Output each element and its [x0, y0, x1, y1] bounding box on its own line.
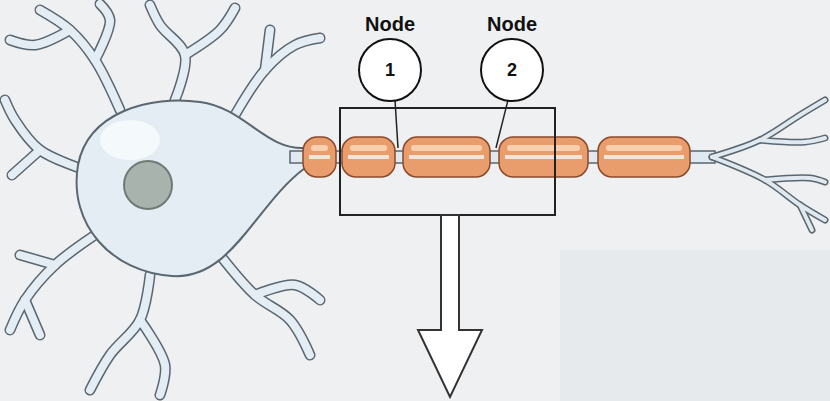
callout-number: 1: [358, 38, 422, 102]
node-callout: Node2: [480, 12, 544, 102]
terminal-outline: [760, 138, 825, 142]
axon-terminal: [765, 178, 825, 182]
myelin-core: [409, 155, 484, 159]
myelin-core: [604, 155, 684, 159]
dendrite: [185, 8, 235, 55]
dendrite: [255, 285, 320, 300]
myelin-segment: [342, 137, 395, 177]
myelin-segment: [598, 137, 690, 177]
dendrite-outline: [235, 38, 320, 115]
cell-body: [77, 101, 305, 277]
myelin-highlight: [411, 145, 482, 151]
dendrite-outline: [20, 255, 55, 265]
cell-highlight: [100, 120, 160, 160]
dendrite: [140, 320, 165, 395]
dendrite-outline: [95, 4, 110, 60]
dendrite: [10, 235, 95, 330]
zoom-box: [340, 108, 555, 215]
axon-terminals: [712, 100, 825, 230]
dendrite-outline: [150, 5, 185, 100]
dendrite-outline: [185, 8, 235, 55]
axon-terminal: [800, 205, 812, 230]
myelin-core: [348, 155, 389, 159]
terminal-outline: [765, 178, 825, 182]
terminal-outline: [712, 100, 825, 157]
dendrite: [95, 4, 110, 60]
zoom-arrow: [418, 215, 482, 397]
dendrite-outline: [12, 150, 40, 175]
dendrite-outline: [5, 100, 85, 170]
myelin-segment: [499, 137, 588, 177]
myelin-segment: [403, 137, 490, 177]
dendrite: [20, 255, 55, 265]
myelin-highlight: [606, 145, 682, 151]
terminal-outline: [712, 157, 825, 220]
dendrite: [10, 30, 70, 45]
dendrite-outline: [10, 30, 70, 45]
axon-terminal: [760, 138, 825, 142]
myelin-segment: [303, 137, 336, 177]
dendrites: [5, 4, 320, 395]
dendrite: [235, 38, 320, 115]
axon-terminal: [712, 157, 825, 220]
node-label: Node: [358, 12, 422, 36]
dendrite-outline: [140, 320, 165, 395]
node-callout: Node1: [358, 12, 422, 102]
dendrite-outline: [220, 255, 310, 355]
node-label: Node: [480, 12, 544, 36]
axon-terminal: [712, 100, 825, 157]
myelin-highlight: [350, 145, 387, 151]
dendrite: [5, 100, 85, 170]
myelin-highlight: [311, 145, 328, 151]
myelin-highlight: [507, 145, 580, 151]
dendrite: [265, 30, 270, 70]
dendrite: [90, 275, 150, 390]
callout-number: 2: [480, 38, 544, 102]
dendrite-outline: [265, 30, 270, 70]
dendrite-outline: [10, 235, 95, 330]
dendrite: [150, 5, 185, 100]
myelin-core: [309, 155, 330, 159]
dendrite-outline: [25, 300, 40, 335]
faint-backdrop: [560, 250, 830, 401]
dendrite: [220, 255, 310, 355]
dendrite: [25, 300, 40, 335]
myelin-core: [505, 155, 582, 159]
nucleus: [124, 161, 172, 209]
dendrite: [12, 150, 40, 175]
dendrite-outline: [90, 275, 150, 390]
